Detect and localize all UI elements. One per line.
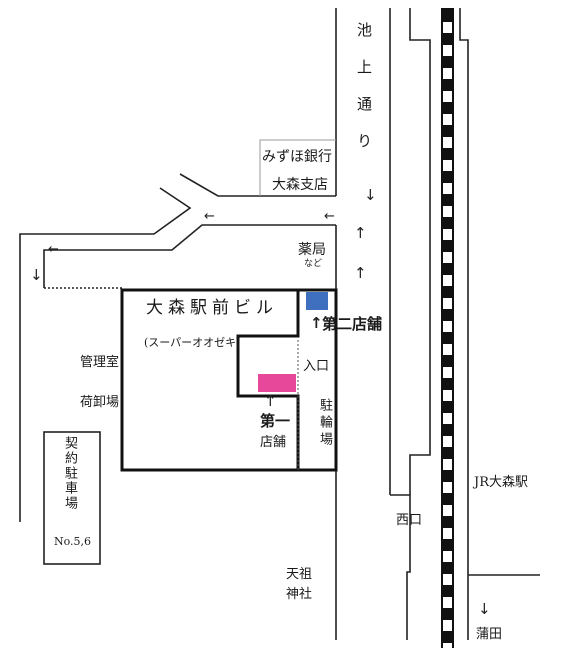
railway-tie [443, 367, 452, 378]
contract-parking-number: No.5,6 [54, 535, 92, 548]
management-office-label: 管理室 [80, 355, 120, 370]
first-store-label-line2: 店舗 [260, 435, 287, 450]
railway-tie [443, 459, 452, 470]
railway-tie [443, 229, 452, 240]
bicycle-area-outline [298, 288, 338, 472]
railway-tie [443, 298, 452, 309]
contract-parking-box [43, 431, 101, 565]
kamata-label: 蒲田 [476, 627, 503, 642]
railway-tie [443, 344, 452, 355]
bank-name-label: みずほ銀行 [262, 149, 332, 165]
side-road-upper-edge [179, 173, 336, 197]
shrine-label-line1: 天祖 [286, 567, 313, 582]
bank-outline [259, 139, 336, 196]
railway-tie [443, 91, 452, 102]
ikegami-street-label: 池上通り [355, 22, 373, 170]
loading-area-label: 荷卸場 [80, 395, 120, 410]
left-arrow-icon: ← [324, 209, 335, 224]
railway-tie [443, 275, 452, 286]
railway-tie [443, 160, 452, 171]
shrine-label-line2: 神社 [286, 587, 313, 602]
railway-tie [443, 597, 452, 608]
railway-tie [443, 436, 452, 447]
bank-branch-label: 大森支店 [272, 177, 328, 193]
down-arrow-icon: ↓ [364, 186, 377, 204]
left-arrow-icon: ← [204, 209, 215, 224]
contract-parking-label: 契約駐車場 [62, 436, 77, 511]
railway-tie [443, 390, 452, 401]
first-store-label-line1: 第一 [260, 412, 291, 430]
railway-tie [443, 574, 452, 585]
railway-tie [443, 206, 452, 217]
railway-tie [443, 22, 452, 33]
railway-tie [443, 643, 452, 654]
down-arrow-icon: ↓ [30, 266, 43, 284]
railway-tie [443, 183, 452, 194]
supermarket-label: (スーパーオオゼキ) [144, 336, 241, 349]
railway-tie [443, 528, 452, 539]
first-store-marker [258, 374, 296, 392]
railway-tie [443, 45, 452, 56]
side-road-lower-edge [43, 224, 336, 288]
west-exit-outline [390, 494, 411, 640]
railway-track [441, 8, 454, 654]
bicycle-parking-label: 駐輪場 [317, 398, 332, 449]
up-arrow-icon: ↑ [264, 392, 277, 410]
building-name-label: 大森駅前ビル [146, 298, 278, 318]
railway-tie [443, 68, 452, 79]
side-road-fork [19, 187, 192, 522]
second-store-arrow-icon: ↑ [310, 314, 323, 332]
railway-tie [443, 137, 452, 148]
entrance-label: 入口 [303, 359, 330, 374]
west-exit-label: 西口 [396, 513, 423, 528]
railway-tie [443, 620, 452, 631]
pharmacy-note-label: など [304, 259, 323, 269]
station-label: JR大森駅 [474, 475, 528, 490]
station-outline-left [409, 8, 431, 495]
railway-tie [443, 413, 452, 424]
left-arrow-icon: ← [48, 242, 59, 257]
up-arrow-icon: ↑ [354, 224, 367, 242]
railway-tie [443, 114, 452, 125]
railway-tie [443, 321, 452, 332]
up-arrow-icon: ↑ [354, 264, 367, 282]
railway-tie [443, 252, 452, 263]
railway-tie [443, 551, 452, 562]
second-store-label: 第二店舗 [322, 315, 383, 333]
railway-tie [443, 505, 452, 516]
pharmacy-label: 薬局 [298, 242, 326, 258]
second-store-marker [306, 292, 328, 310]
railway-tie [443, 482, 452, 493]
station-outline-right [459, 8, 469, 640]
down-arrow-icon: ↓ [478, 600, 491, 618]
